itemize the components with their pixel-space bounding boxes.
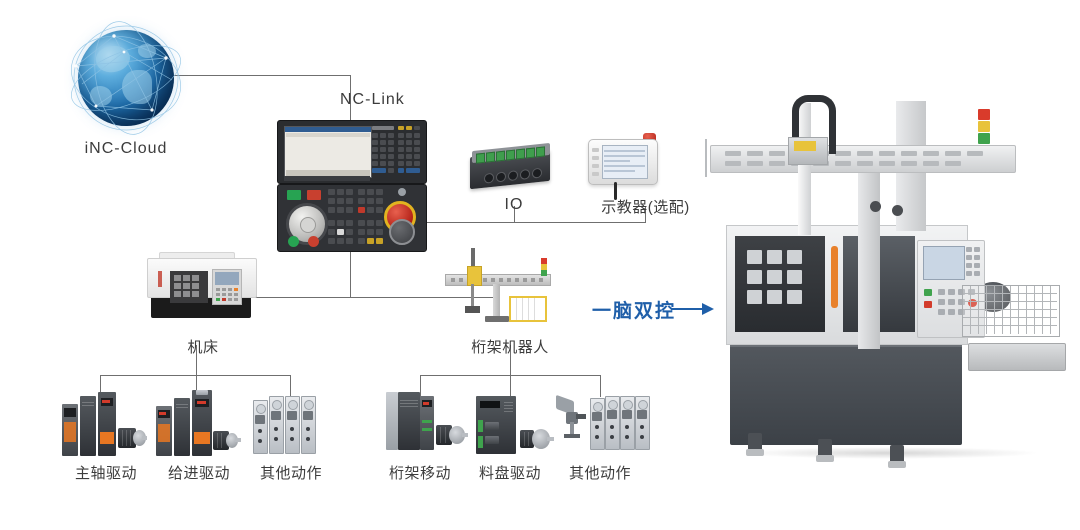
wire-right-drop-3: [600, 375, 602, 397]
power-on-button[interactable]: [288, 236, 299, 247]
wire-right-drop-1: [420, 375, 422, 397]
callout-text: 一脑双控: [592, 301, 677, 322]
signal-tower-icon: [541, 258, 547, 276]
signal-tower-large: [978, 109, 990, 157]
parts-basket: [962, 285, 1066, 363]
pendant-body: [588, 139, 658, 185]
globe-mesh-lines: [70, 21, 182, 135]
servo-motor-icon: [213, 428, 242, 452]
wire-left-drop-1: [100, 375, 102, 397]
controller-display: [284, 126, 372, 178]
door-handle: [831, 246, 838, 308]
power-off-button[interactable]: [308, 236, 319, 247]
panel-display: [923, 246, 965, 280]
feed-override-dial[interactable]: [389, 219, 415, 245]
gantry-column: [493, 284, 500, 318]
lathe-control-panel: [212, 269, 242, 305]
gantry-base: [485, 316, 509, 322]
controller-screen-unit: [277, 120, 427, 184]
pendant-estop[interactable]: [643, 133, 656, 144]
teach-pendant-icon[interactable]: [588, 133, 660, 200]
wire-machine-tool-down: [196, 345, 198, 376]
gantry-move-drive-group[interactable]: [386, 392, 472, 456]
label-drive-right-2: 其他动作: [568, 465, 631, 482]
spindle-drive-group[interactable]: [62, 392, 147, 456]
cnc-controller-icon[interactable]: [277, 120, 427, 252]
pendant-display: [602, 145, 648, 179]
label-drive-left-0: 主轴驱动: [74, 465, 137, 482]
label-drive-right-1: 料盘驱动: [478, 465, 541, 482]
wire-controller-down: [350, 250, 352, 298]
controller-operator-panel: [277, 184, 427, 252]
machine-door: [735, 236, 825, 332]
cycle-start-button[interactable]: [287, 190, 301, 200]
io-module-icon[interactable]: [470, 142, 556, 191]
wire-right-drop-2: [510, 375, 512, 397]
label-drive-right-0: 桁架移动: [388, 465, 451, 482]
machine-control-panel: [917, 240, 985, 338]
right-arrow-icon: [672, 302, 716, 316]
globe-network-icon: [62, 14, 190, 142]
label-machine-tool: 机床: [187, 339, 219, 356]
wire-main-bus: [255, 297, 496, 299]
label-gantry-robot: 桁架机器人: [471, 339, 549, 356]
other-actions-group-right[interactable]: [556, 394, 650, 456]
wire-left-drive-bracket: [100, 375, 291, 377]
panel-keypad: [328, 189, 386, 245]
parts-tray: [968, 343, 1066, 371]
machine-enclosure: [726, 225, 1011, 345]
servo-motor-icon: [520, 426, 554, 452]
globe-sphere: [78, 30, 174, 126]
gantry-vertical-mast: [798, 103, 811, 235]
status-lamp: [398, 188, 406, 196]
wire-controller-to-io-bus: [424, 222, 646, 224]
gantry-support-leg: [858, 171, 880, 349]
label-io: IO: [504, 196, 524, 213]
servo-motor-icon: [118, 426, 147, 450]
lathe-roof: [159, 252, 235, 261]
feed-drive-group[interactable]: [156, 390, 242, 456]
gantry-robot-icon[interactable]: [445, 248, 555, 326]
wire-gantry-down: [510, 345, 512, 376]
wire-left-drop-2: [196, 375, 198, 397]
gantry-carriage: [467, 266, 482, 286]
gantry-beam-large: [710, 145, 1016, 173]
actuator-icon: [556, 394, 586, 438]
wire-cloud-to-nclink: [155, 75, 351, 77]
cnc-lathe-icon[interactable]: [143, 250, 263, 322]
servo-motor-icon: [436, 422, 468, 448]
wire-io-drop: [514, 206, 516, 223]
cable-carrier-hose: [792, 95, 836, 154]
cycle-stop-button[interactable]: [307, 190, 321, 200]
tray-drive-group[interactable]: [476, 396, 560, 456]
gantry-z-axis: [471, 284, 474, 308]
contactor-bank-icon-right: [590, 396, 650, 452]
lathe-door: [170, 271, 208, 303]
gantry-part-tray: [509, 296, 547, 322]
contactor-bank-icon-left[interactable]: [253, 396, 329, 454]
wire-left-drop-3: [290, 375, 292, 397]
wire-pendant-drop: [645, 206, 647, 223]
wire-nclink-down: [350, 75, 352, 121]
gantry-z-rod-top: [471, 248, 475, 270]
label-drive-left-2: 其他动作: [259, 465, 322, 482]
label-drive-left-1: 给进驱动: [167, 465, 230, 482]
label-teach-pendant: 示教器(选配): [601, 199, 690, 216]
gantry-loader-machine-photo: [700, 95, 1072, 510]
label-nc-link: NC-Link: [340, 91, 405, 108]
lathe-enclosure: [147, 258, 257, 305]
label-inc-cloud: iNC-Cloud: [84, 140, 168, 157]
controller-keypad: [372, 126, 422, 176]
controller-softkeys: [284, 176, 370, 181]
pendant-cable: [614, 182, 617, 200]
carriage-label: [794, 141, 816, 151]
gantry-gripper: [465, 306, 480, 313]
machine-base: [730, 345, 962, 445]
